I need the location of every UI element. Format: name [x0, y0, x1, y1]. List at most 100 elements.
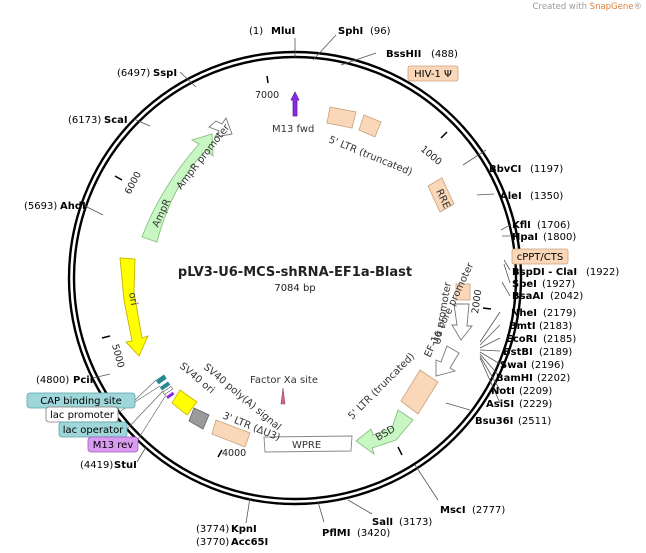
m13-fwd-label: M13 fwd	[272, 124, 314, 135]
ecori-pos: (2185)	[543, 334, 576, 345]
bspdi-clai-pos: (1922)	[586, 267, 619, 278]
hiv1-psi-badge	[407, 65, 459, 82]
tick-mark-2000	[482, 307, 492, 310]
tick-mark-7000	[266, 75, 269, 84]
snapgene-credit: Created with SnapGene®	[533, 2, 642, 12]
bstbi-name: BstBI	[503, 347, 533, 358]
plasmid-length: 7084 bp	[274, 283, 315, 294]
pflmi-name: PflMI	[322, 528, 350, 539]
credit-prefix: Created with	[532, 2, 587, 12]
acc65i-pos: (3770)	[196, 537, 229, 548]
kpni-pos: (3774)	[196, 524, 229, 535]
alei-pos: (1350)	[530, 191, 563, 202]
kpni-name: KpnI	[231, 524, 257, 535]
tick-mark-6000	[114, 175, 123, 181]
bsaai-pos: (2042)	[550, 291, 583, 302]
cap-mark	[155, 374, 167, 385]
sali-leader	[347, 499, 373, 515]
nhei-name: NheI	[511, 308, 537, 319]
pflmi-leader	[317, 501, 325, 523]
tick-mark-1000	[440, 131, 448, 139]
bspdi-clai-name: BspDI - ClaI	[512, 267, 577, 278]
cap-badge-leader	[134, 379, 157, 401]
ori-arrow	[119, 257, 149, 357]
bsu36i-name: Bsu36I	[475, 416, 513, 427]
bbvci-pos: (1197)	[530, 164, 563, 175]
scai-name: ScaI	[104, 115, 128, 126]
msci-leader	[414, 464, 439, 501]
scai-leader	[133, 118, 151, 127]
msci-name: MscI	[440, 505, 466, 516]
scai-pos: (6173)	[68, 115, 101, 126]
bbvci-leader	[462, 149, 487, 166]
ampr-arrow	[141, 133, 214, 243]
hiv1-psi-label: HIV-1 Ψ	[414, 69, 452, 80]
ahdi-name: AhdI	[60, 201, 86, 212]
ltr5-top-block-a	[326, 106, 357, 129]
bsshii-leader	[340, 52, 377, 66]
tick-mark-4000	[217, 449, 223, 458]
pcii-pos: (4800)	[36, 375, 69, 386]
acc65i-name: Acc65I	[231, 537, 268, 548]
alei-leader	[476, 193, 495, 196]
bsu36i-pos: (2511)	[518, 416, 551, 427]
tick-label-5000: 5000	[109, 343, 126, 369]
bsshii-pos: (488)	[431, 49, 458, 60]
sv40-polya-block	[188, 407, 210, 430]
tick-label-2000: 2000	[470, 289, 484, 314]
asisi-pos: (2229)	[519, 399, 552, 410]
ahdi-pos: (5693)	[24, 201, 57, 212]
u6-promoter-arrow	[451, 303, 473, 341]
tick-mark-5000	[101, 335, 111, 339]
noti-pos: (2209)	[519, 386, 552, 397]
mlui-name: MluI	[271, 26, 295, 37]
stui-pos: (4419)	[80, 460, 113, 471]
plasmid-name: pLV3-U6-MCS-shRNA-EF1a-Blast	[178, 265, 412, 280]
asisi-name: AsiSI	[486, 399, 514, 410]
rre-block	[427, 177, 455, 213]
ltr5-bottom-label: 5' LTR (truncated)	[346, 351, 417, 422]
spei-pos: (1927)	[542, 279, 575, 290]
bsd-arrow	[355, 409, 414, 456]
alei-name: AleI	[500, 191, 522, 202]
swai-pos: (2196)	[531, 360, 564, 371]
m13-rev-label: M13 rev	[93, 440, 134, 451]
pcii-name: PciI	[73, 375, 93, 386]
sphi-leader	[312, 34, 337, 61]
noti-name: NotI	[491, 386, 515, 397]
bsu36i-leader	[445, 402, 471, 411]
tick-label-4000: 4000	[222, 448, 246, 459]
kfli-pos: (1706)	[537, 220, 570, 231]
lac-operator-badge-leader	[125, 390, 164, 431]
kfli-name: KflI	[512, 220, 531, 231]
bsshii-name: BssHII	[386, 49, 421, 60]
m13-rev-badge-leader	[134, 394, 167, 445]
factor-xa-mark	[280, 387, 286, 405]
hpai-name: HpaI	[512, 232, 538, 243]
kpni-leader	[245, 497, 251, 524]
tick-label-7000: 7000	[255, 90, 279, 101]
sspi-name: SspI	[153, 68, 177, 79]
mcs2-leaders	[479, 311, 501, 404]
cap-binding-site-label: CAP binding site	[40, 396, 122, 407]
tick-label-6000: 6000	[123, 170, 144, 197]
bstbi-pos: (2189)	[539, 347, 572, 358]
lac-operator-mark	[159, 381, 171, 391]
ahdi-leader	[84, 205, 104, 216]
ltr5-top-label: 5' LTR (truncated)	[327, 135, 414, 179]
ef1a-core-promoter-arrow	[435, 345, 460, 377]
bbvci-name: BbvCI	[489, 164, 521, 175]
bsaai-name: BsaAI	[512, 291, 544, 302]
ecori-name: EcoRI	[506, 334, 537, 345]
nhei-pos: (2179)	[543, 308, 576, 319]
lac-promoter-mark	[162, 386, 174, 396]
cppt-block	[455, 283, 471, 301]
sspi-pos: (6497)	[117, 68, 150, 79]
cppt-cts-label: cPPT/CTS	[517, 252, 563, 263]
msci-pos: (2777)	[472, 505, 505, 516]
wpre-label: WPRE	[292, 440, 321, 451]
ltr5-bottom-block	[400, 369, 439, 415]
ltr3-block	[211, 419, 251, 448]
mcs1-leaders	[500, 224, 511, 297]
